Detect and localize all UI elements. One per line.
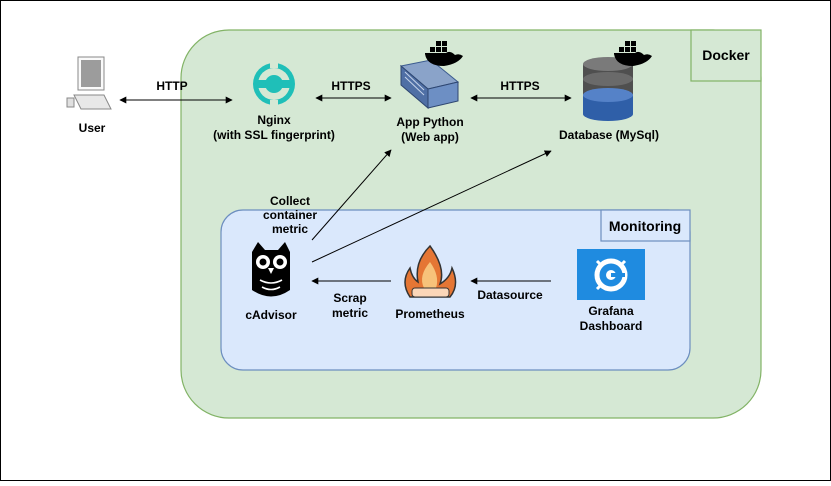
- edge-label-https-2: HTTPS: [500, 79, 539, 93]
- edge-label-scrap-1: Scrap: [333, 291, 366, 305]
- database-label: Database (MySql): [559, 128, 659, 142]
- edge-label-collect-3: metric: [272, 222, 308, 236]
- edge-label-http: HTTP: [156, 79, 187, 93]
- docker-whale-icon-db: [614, 41, 652, 66]
- desktop-computer-icon: [66, 56, 112, 110]
- edge-label-scrap-2: metric: [332, 306, 368, 320]
- database-icon: [583, 57, 633, 121]
- nginx-label-2: (with SSL fingerprint): [213, 128, 335, 142]
- owl-icon: [252, 242, 290, 297]
- server-icon: [399, 59, 460, 110]
- edge-cadvisor-db: [311, 150, 552, 263]
- app-label-1: App Python: [396, 115, 463, 129]
- user-label: User: [79, 121, 106, 135]
- nginx-icon: [253, 62, 295, 106]
- docker-label-box: [690, 29, 762, 82]
- monitoring-label: Monitoring: [609, 218, 681, 234]
- nginx-label-1: Nginx: [257, 113, 291, 127]
- edge-label-collect-1: Collect: [270, 194, 310, 208]
- cadvisor-label: cAdvisor: [245, 308, 297, 322]
- edge-cadvisor-app: [311, 149, 392, 241]
- monitoring-label-box: [600, 209, 691, 242]
- edge-label-datasource: Datasource: [477, 288, 543, 302]
- grafana-icon: [577, 249, 645, 300]
- edge-label-collect-2: container: [263, 208, 317, 222]
- grafana-label-2: Dashboard: [580, 319, 643, 333]
- grafana-label-1: Grafana: [588, 304, 634, 318]
- edge-label-https-1: HTTPS: [331, 79, 370, 93]
- docker-label: Docker: [702, 47, 750, 63]
- app-label-2: (Web app): [401, 130, 459, 144]
- docker-whale-icon: [425, 41, 463, 66]
- prometheus-flame-icon: [404, 244, 457, 298]
- prometheus-label: Prometheus: [395, 307, 465, 321]
